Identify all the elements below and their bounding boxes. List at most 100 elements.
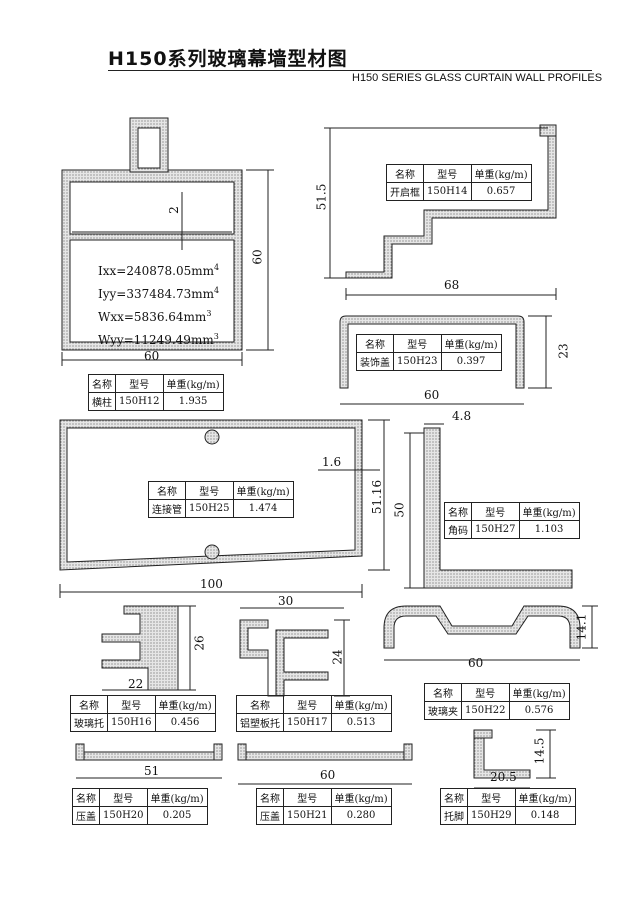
- col-weight: 单重(kg/m): [330, 788, 392, 807]
- dim-h12-height: 60: [250, 249, 265, 265]
- profile-150h29-drawing: [473, 729, 531, 779]
- col-name: 名称: [88, 374, 116, 393]
- profile-model: 150H25: [185, 499, 234, 518]
- profile-name: 托脚: [440, 806, 468, 825]
- profile-weight: 0.148: [514, 806, 576, 825]
- col-weight: 单重(kg/m): [146, 788, 208, 807]
- dim-h23-width: 60: [424, 388, 440, 402]
- col-model: 型号: [393, 334, 442, 353]
- profile-name: 连接管: [148, 499, 186, 518]
- col-weight: 单重(kg/m): [514, 788, 576, 807]
- dim-h17-height: 24: [330, 649, 345, 665]
- profile-name: 压盖: [256, 806, 284, 825]
- profile-weight: 0.456: [154, 713, 216, 732]
- col-weight: 单重(kg/m): [440, 334, 502, 353]
- profile-name: 玻璃托: [70, 713, 108, 732]
- col-weight: 单重(kg/m): [470, 164, 532, 183]
- dim-h14-height: 51.5: [314, 183, 329, 211]
- col-name: 名称: [148, 481, 186, 500]
- profile-150h14-drawing: [345, 124, 557, 279]
- col-name: 名称: [72, 788, 100, 807]
- dim-h22-height: 14.1: [574, 613, 589, 641]
- dim-h14-width: 68: [444, 278, 460, 292]
- profile-weight: 0.576: [508, 701, 570, 720]
- profile-name: 压盖: [72, 806, 100, 825]
- dim-h27-height: 50: [392, 502, 407, 518]
- dim-h25-height: 51.16: [370, 479, 385, 515]
- prop-ixx: Ixx=240878.05mm: [98, 264, 214, 278]
- page-subtitle: H150 SERIES GLASS CURTAIN WALL PROFILES: [352, 72, 603, 84]
- profile-name: 横柱: [88, 392, 116, 411]
- profile-weight: 0.205: [146, 806, 208, 825]
- dim-h29-width: 20.5: [490, 770, 517, 784]
- profile-model: 150H16: [107, 713, 156, 732]
- profile-name: 开启框: [386, 182, 424, 201]
- dim-h12-thickness: 2: [166, 206, 181, 214]
- profile-model: 150H27: [471, 520, 520, 539]
- section-properties: Ixx=240878.05mm4 Iyy=337484.73mm4 Wxx=58…: [98, 258, 219, 350]
- profile-model: 150H17: [283, 713, 332, 732]
- col-weight: 单重(kg/m): [232, 481, 294, 500]
- col-weight: 单重(kg/m): [330, 695, 392, 714]
- col-model: 型号: [283, 695, 332, 714]
- col-model: 型号: [423, 164, 472, 183]
- prop-wxx: Wxx=5836.64mm: [98, 310, 207, 324]
- prop-iyy-exp: 4: [214, 286, 220, 295]
- profile-model: 150H21: [283, 806, 332, 825]
- profile-weight: 0.397: [440, 352, 502, 371]
- col-model: 型号: [115, 374, 164, 393]
- prop-ixx-exp: 4: [213, 263, 220, 272]
- col-name: 名称: [356, 334, 394, 353]
- col-weight: 单重(kg/m): [518, 502, 580, 521]
- col-model: 型号: [283, 788, 332, 807]
- profile-weight: 1.474: [232, 499, 294, 518]
- col-model: 型号: [471, 502, 520, 521]
- dim-h22-width: 60: [468, 656, 484, 670]
- prop-wyy-exp: 3: [213, 332, 219, 341]
- profile-model: 150H23: [393, 352, 442, 371]
- dim-h23-height: 23: [556, 343, 571, 359]
- profile-weight: 1.103: [518, 520, 580, 539]
- dim-h25-width: 100: [200, 577, 223, 591]
- prop-wxx-exp: 3: [206, 309, 212, 318]
- profile-name: 玻璃夹: [424, 701, 462, 720]
- profile-model: 150H20: [99, 806, 148, 825]
- dim-h21-width: 60: [320, 768, 336, 782]
- col-name: 名称: [424, 683, 462, 702]
- profile-model: 150H29: [467, 806, 516, 825]
- dim-h29-height: 14.5: [532, 737, 547, 765]
- profile-weight: 1.935: [162, 392, 224, 411]
- profile-150h12-drawing: [61, 117, 243, 351]
- prop-iyy: Iyy=337484.73mm: [98, 287, 215, 301]
- col-model: 型号: [107, 695, 156, 714]
- col-weight: 单重(kg/m): [508, 683, 570, 702]
- profile-weight: 0.657: [470, 182, 532, 201]
- profile-150h22-drawing: [383, 605, 581, 649]
- col-weight: 单重(kg/m): [154, 695, 216, 714]
- dim-h16-height: 26: [192, 635, 207, 651]
- profile-model: 150H12: [115, 392, 164, 411]
- col-name: 名称: [236, 695, 284, 714]
- profile-150h21-drawing: [237, 743, 413, 761]
- col-model: 型号: [461, 683, 510, 702]
- col-name: 名称: [440, 788, 468, 807]
- profile-name: 角码: [444, 520, 472, 539]
- page-title: H150系列玻璃幕墙型材图: [108, 48, 348, 70]
- col-name: 名称: [386, 164, 424, 183]
- col-weight: 单重(kg/m): [162, 374, 224, 393]
- dim-h16-width: 22: [128, 677, 144, 691]
- col-name: 名称: [256, 788, 284, 807]
- col-model: 型号: [467, 788, 516, 807]
- dim-h17-width: 30: [278, 594, 294, 608]
- profile-weight: 0.280: [330, 806, 392, 825]
- col-model: 型号: [185, 481, 234, 500]
- profile-150h20-drawing: [75, 743, 223, 761]
- col-name: 名称: [444, 502, 472, 521]
